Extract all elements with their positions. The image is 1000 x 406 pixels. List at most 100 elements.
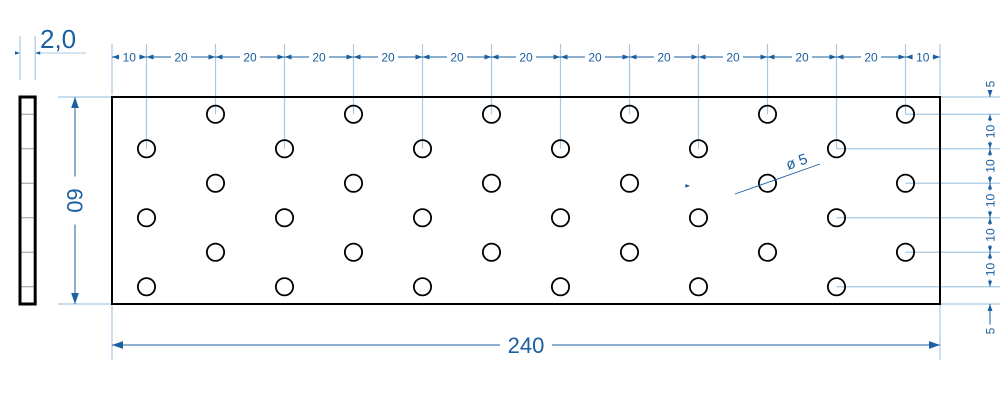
arrowhead xyxy=(35,51,41,55)
hole xyxy=(688,277,709,297)
arrowhead xyxy=(767,54,775,60)
arrowhead xyxy=(284,54,292,60)
top-dimension-label: 10 xyxy=(123,51,137,65)
top-dimension-label: 20 xyxy=(657,51,671,65)
hole xyxy=(688,139,709,159)
thickness-label: 2,0 xyxy=(40,24,76,54)
arrowhead xyxy=(15,51,20,55)
top-dimension-label: 20 xyxy=(588,51,602,65)
hole xyxy=(550,208,571,228)
arrowhead xyxy=(987,246,993,253)
hole xyxy=(343,104,364,124)
right-dimension-label: 10 xyxy=(984,125,998,139)
hole xyxy=(895,173,916,193)
arrowhead xyxy=(987,114,993,121)
hole xyxy=(481,104,502,124)
arrowhead xyxy=(987,252,993,259)
hole xyxy=(481,242,502,262)
hole xyxy=(274,139,295,159)
arrowhead xyxy=(905,54,913,60)
holes xyxy=(136,104,916,297)
hole xyxy=(826,208,847,228)
hole xyxy=(826,277,847,297)
hole xyxy=(205,242,226,262)
arrowhead xyxy=(353,54,361,60)
arrowhead xyxy=(987,217,993,224)
hole-diameter-label: ø 5 xyxy=(784,151,810,174)
arrowhead xyxy=(987,148,993,155)
arrowhead xyxy=(987,211,993,218)
arrowhead xyxy=(698,54,706,60)
plate-outline xyxy=(111,96,941,305)
extension-lines xyxy=(19,36,1000,360)
top-dimension-label: 20 xyxy=(243,51,257,65)
hole xyxy=(136,139,157,159)
arrowhead xyxy=(346,54,354,60)
arrowhead xyxy=(112,341,123,349)
hole xyxy=(205,173,226,193)
arrowhead xyxy=(139,54,147,60)
arrowhead xyxy=(987,304,993,311)
hole xyxy=(136,277,157,297)
hole xyxy=(688,208,709,228)
top-dimension-label: 20 xyxy=(864,51,878,65)
right-dimension-label: 10 xyxy=(984,194,998,208)
arrowhead xyxy=(422,54,430,60)
hole xyxy=(619,104,640,124)
arrowhead xyxy=(629,54,637,60)
hole xyxy=(136,208,157,228)
top-dimension-label: 20 xyxy=(174,51,188,65)
arrowhead xyxy=(685,184,691,188)
hole xyxy=(412,277,433,297)
arrowhead xyxy=(836,54,844,60)
hole xyxy=(757,104,778,124)
arrowhead xyxy=(71,97,79,108)
top-dimension-label: 20 xyxy=(381,51,395,65)
arrowhead xyxy=(553,54,561,60)
arrowhead xyxy=(987,183,993,190)
right-dimension-label: 5 xyxy=(984,80,998,87)
right-dimension-label: 10 xyxy=(984,159,998,173)
arrowhead xyxy=(560,54,568,60)
hole xyxy=(619,173,640,193)
hole xyxy=(412,139,433,159)
right-dimension-label: 10 xyxy=(984,228,998,242)
hole xyxy=(895,104,916,124)
diameter-leader xyxy=(734,163,821,195)
hole xyxy=(274,277,295,297)
hole xyxy=(619,242,640,262)
side-view-outline xyxy=(18,95,37,306)
width-label: 240 xyxy=(508,333,545,358)
top-dimension-label: 20 xyxy=(450,51,464,65)
hole xyxy=(550,277,571,297)
arrowhead xyxy=(415,54,423,60)
arrowhead xyxy=(484,54,492,60)
hole xyxy=(274,208,295,228)
hole xyxy=(343,173,364,193)
arrowhead xyxy=(208,54,216,60)
arrowhead xyxy=(691,54,699,60)
arrowhead xyxy=(760,54,768,60)
top-dimension-label: 20 xyxy=(726,51,740,65)
arrowhead xyxy=(491,54,499,60)
hole xyxy=(757,242,778,262)
hole xyxy=(895,242,916,262)
hole xyxy=(343,242,364,262)
hole xyxy=(550,139,571,159)
arrowhead xyxy=(987,142,993,149)
arrowhead xyxy=(146,54,154,60)
hole xyxy=(826,139,847,159)
side-view xyxy=(18,95,37,306)
right-dimension-label: 10 xyxy=(984,263,998,277)
top-dimension-label: 20 xyxy=(519,51,533,65)
hole xyxy=(757,173,778,193)
arrowhead xyxy=(112,54,119,60)
arrowhead xyxy=(987,90,993,97)
arrowhead xyxy=(987,177,993,184)
arrowhead xyxy=(898,54,906,60)
arrowhead xyxy=(215,54,223,60)
height-label: 60 xyxy=(62,188,87,212)
top-dimension-label: 20 xyxy=(795,51,809,65)
